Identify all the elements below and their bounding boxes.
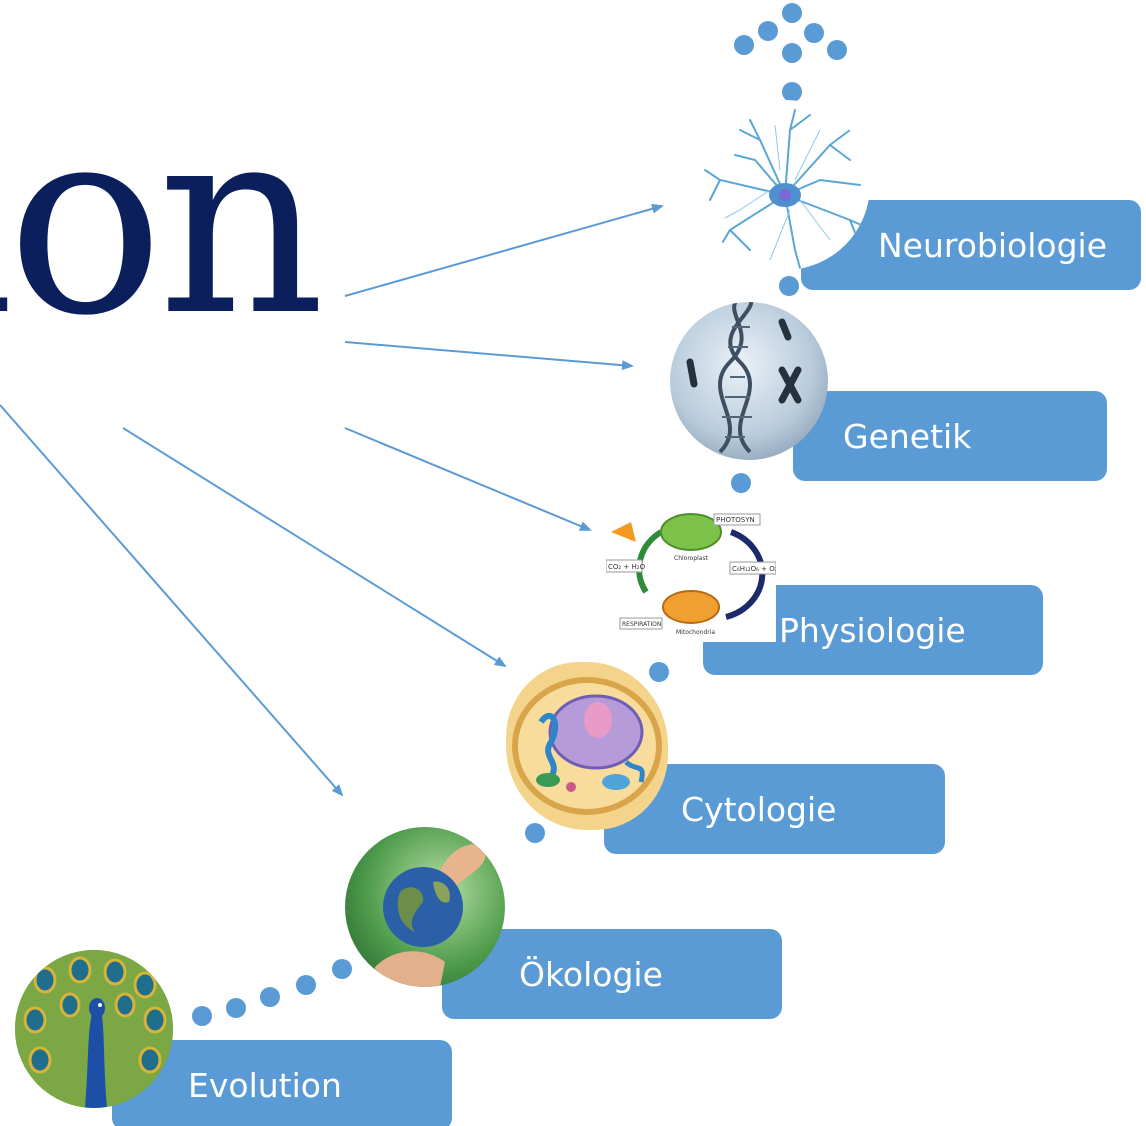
cycle-label-respiration: RESPIRATION: [622, 621, 661, 628]
arrow-to-genetik: [344, 341, 634, 371]
cell-icon: [506, 662, 668, 830]
topic-label-cytologie: Cytologie: [681, 789, 837, 829]
topic-box-genetik[interactable]: Genetik: [793, 391, 1107, 481]
cycle-label-mitochondria: Mitochondria: [676, 629, 715, 636]
arrow-to-oekologie: [0, 404, 344, 797]
arrow-to-neurobiologie: [344, 203, 664, 297]
topic-box-evolution[interactable]: Evolution: [112, 1040, 452, 1126]
topic-label-oekologie: Ökologie: [519, 954, 663, 994]
peacock-icon: [15, 950, 173, 1108]
topic-label-physiologie: Physiologie: [779, 610, 966, 650]
topic-label-neurobiologie: Neurobiologie: [878, 225, 1108, 265]
arrow-to-cytologie: [122, 427, 507, 668]
topic-box-cytologie[interactable]: Cytologie: [604, 764, 945, 854]
slide-title-fragment: ion: [0, 71, 325, 373]
arrow-to-physiologie: [344, 427, 592, 531]
cycle-label-chloroplast: Chloroplast: [674, 555, 709, 562]
cycle-label-glucose: C₆H₁₂O₆ + O₂: [732, 565, 776, 573]
cycle-label-co2: CO₂ + H₂O: [608, 563, 646, 571]
topic-box-neurobiologie[interactable]: Neurobiologie: [801, 200, 1141, 290]
neuron-icon: [700, 100, 870, 270]
dna-icon: [670, 302, 828, 460]
topic-label-genetik: Genetik: [843, 416, 972, 456]
photosynthesis-respiration-cycle-icon: CO₂ + H₂O C₆H₁₂O₆ + O₂ PHOTOSYN Chloropl…: [606, 502, 776, 642]
topic-box-oekologie[interactable]: Ökologie: [442, 929, 782, 1019]
topic-label-evolution: Evolution: [188, 1065, 342, 1105]
earth-in-hands-icon: [345, 827, 505, 987]
cycle-label-photosyn: PHOTOSYN: [716, 516, 755, 524]
